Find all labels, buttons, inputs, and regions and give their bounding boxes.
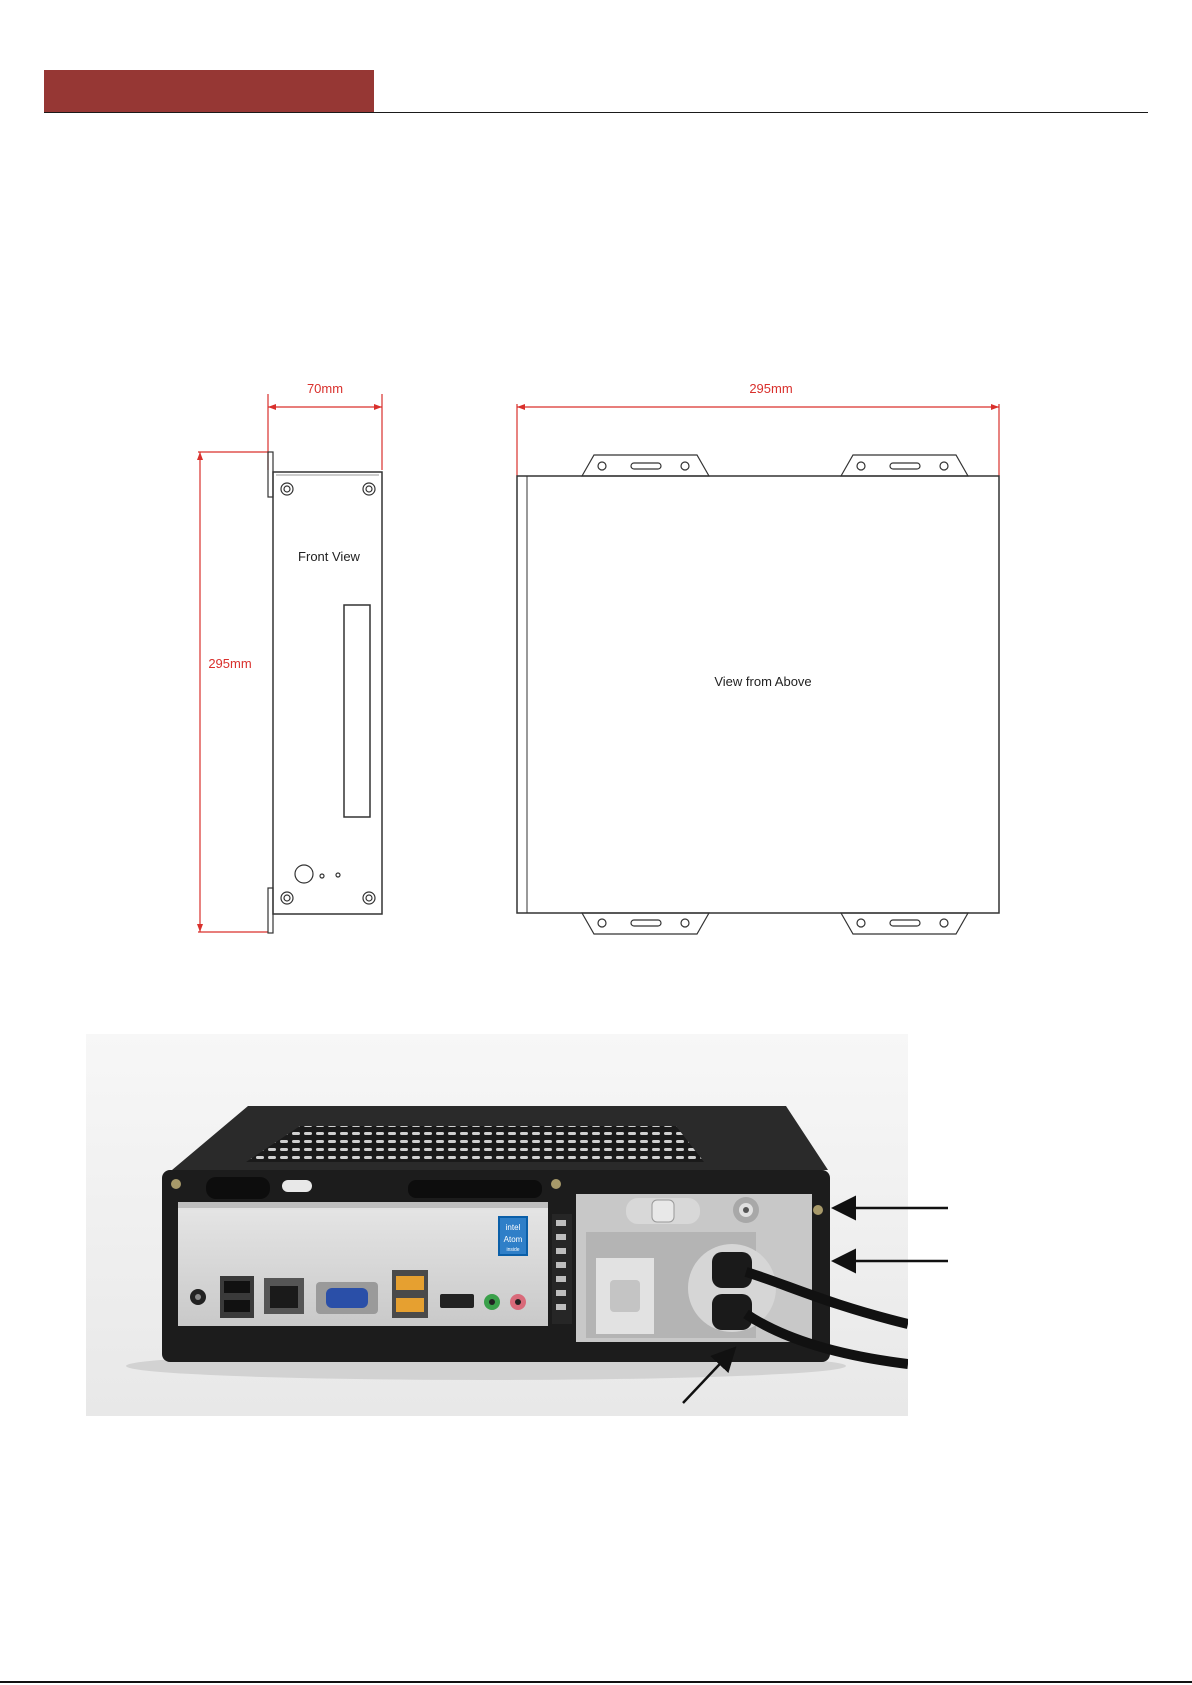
- front-length-dimension-label: 295mm: [208, 656, 251, 671]
- top-view-label: View from Above: [714, 674, 811, 689]
- front-width-dimension-label: 70mm: [307, 381, 343, 396]
- top-length-dimension-label: 295mm: [749, 381, 792, 396]
- rear-panel-photo: intel Atom inside: [86, 1034, 908, 1416]
- cable-grommet-top: [712, 1252, 752, 1288]
- top-view-drawing: [517, 404, 999, 934]
- hdmi-port: [440, 1294, 474, 1308]
- section-header-rule: [44, 112, 1148, 113]
- cpu-badge-model: Atom: [504, 1235, 523, 1244]
- cpu-badge-sub: inside: [506, 1247, 519, 1253]
- cpu-badge-brand: intel: [506, 1223, 521, 1232]
- cable-grommet-bottom: [712, 1294, 752, 1330]
- dimension-drawing: 70mm 295mm Front View 295mm View from Ab…: [0, 370, 1192, 940]
- front-view-label: Front View: [298, 549, 361, 564]
- rear-panel-illustration: intel Atom inside: [86, 1034, 908, 1416]
- page-bottom-rule: [0, 1681, 1192, 1683]
- section-header-bar: [44, 70, 374, 112]
